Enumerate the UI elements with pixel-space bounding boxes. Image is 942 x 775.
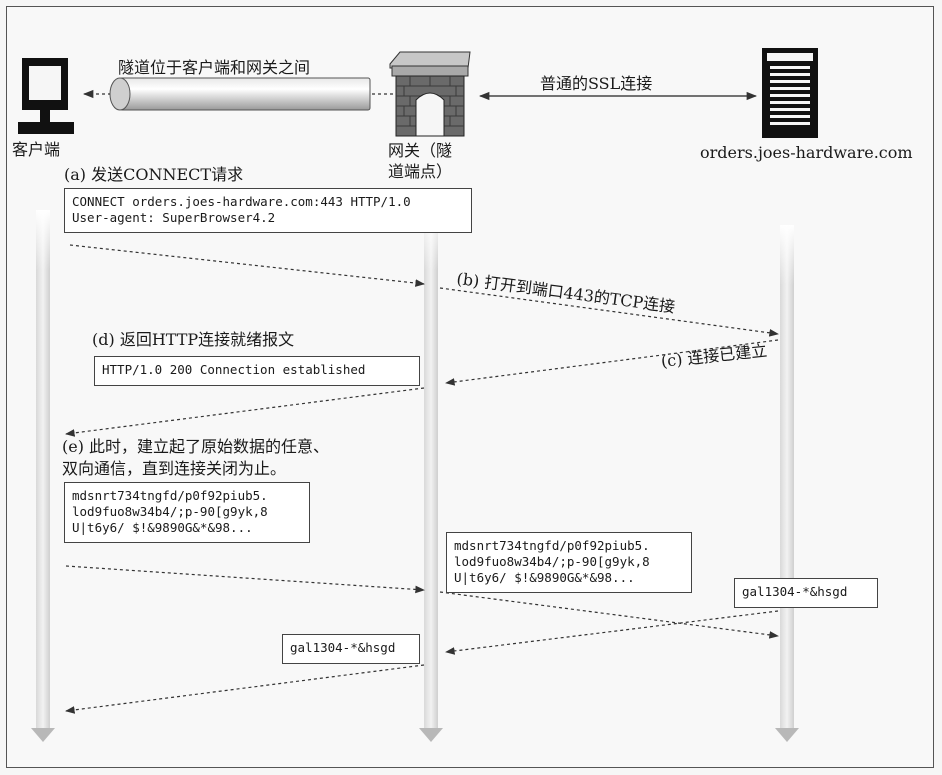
reply-server-box: gal1304-*&hsgd: [734, 578, 878, 608]
tunnel-label: 隧道位于客户端和网关之间: [118, 58, 311, 77]
lifeline-gateway: [419, 210, 443, 742]
lifeline-server: [775, 225, 799, 742]
gateway-icon: [389, 51, 471, 137]
step-a-label: (a) 发送CONNECT请求: [64, 165, 244, 184]
gateway-label: 网关（隧 道端点）: [388, 141, 453, 181]
ssl-connection-label: 普通的SSL连接: [540, 74, 653, 93]
tunnel-icon: [82, 77, 395, 111]
arrow-raw-data-to-server: [439, 591, 779, 639]
arrow-tcp-open: [439, 287, 779, 337]
raw-data-client-box: mdsnrt734tngfd/p0f92piub5. lod9fuo8w34b4…: [64, 482, 310, 543]
client-label: 客户端: [12, 140, 61, 159]
arrow-connection-established: [445, 339, 779, 386]
step-d-label: (d) 返回HTTP连接就绪报文: [92, 330, 295, 349]
server-label: orders.joes-hardware.com: [700, 143, 913, 162]
reply-gateway-box: gal1304-*&hsgd: [282, 634, 420, 664]
step-e-label: (e) 此时，建立起了原始数据的任意、 双向通信，直到连接关闭为止。: [62, 437, 330, 478]
raw-data-gateway-box: mdsnrt734tngfd/p0f92piub5. lod9fuo8w34b4…: [446, 532, 692, 593]
connect-request-box: CONNECT orders.joes-hardware.com:443 HTT…: [64, 188, 472, 233]
arrow-reply-to-client: [65, 664, 425, 714]
arrow-http-ready: [65, 387, 425, 437]
arrow-raw-data-to-gateway: [65, 565, 425, 594]
arrow-reply-to-gateway: [445, 610, 779, 655]
computer-icon: [18, 58, 74, 134]
server-icon: [762, 48, 818, 138]
arrow-connect-request: [69, 244, 425, 287]
lifeline-client: [31, 210, 55, 742]
connection-established-box: HTTP/1.0 200 Connection established: [94, 356, 420, 386]
